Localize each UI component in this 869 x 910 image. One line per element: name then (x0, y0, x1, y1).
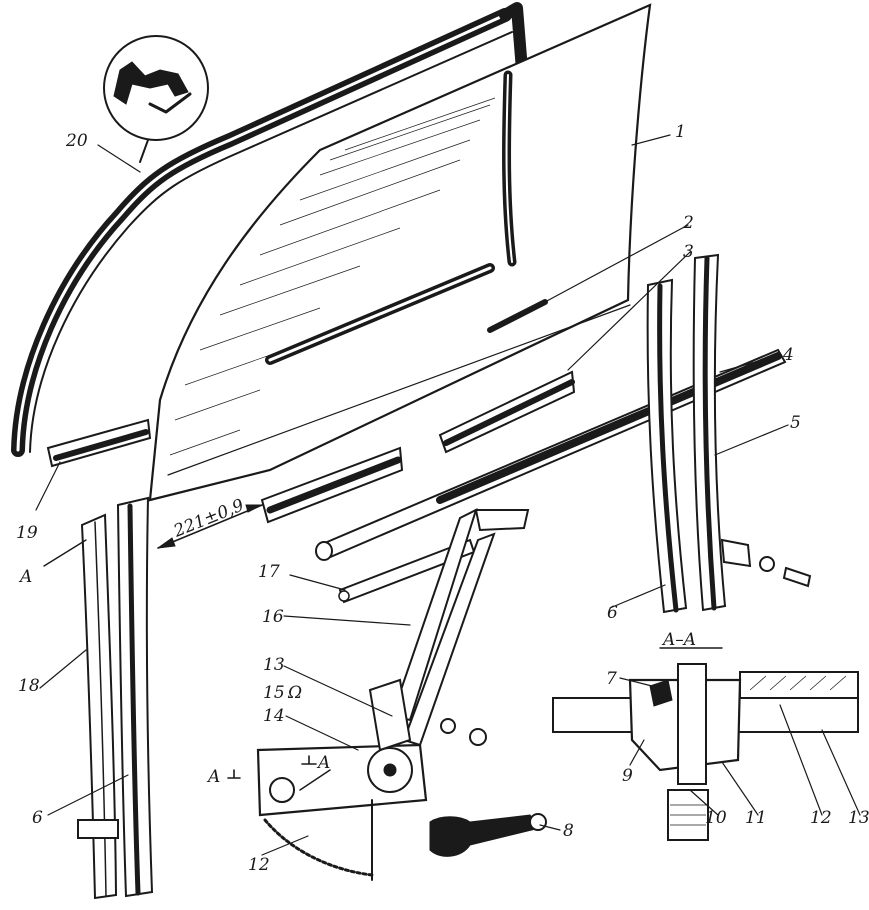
label-13-section: 13 (848, 808, 869, 828)
screw-right (759, 556, 812, 588)
label-13-mechanism: 13 (263, 655, 285, 675)
regulator-arm-16 (390, 508, 530, 747)
bracket-19 (46, 418, 152, 468)
label-20: 20 (65, 131, 88, 151)
label-7: 7 (606, 669, 617, 689)
label-6-right: 6 (607, 603, 618, 623)
seal-strip-3 (487, 299, 548, 333)
label-10: 10 (705, 808, 727, 828)
label-8: 8 (563, 821, 574, 841)
label-12-section: 12 (810, 808, 832, 828)
label-4: 4 (782, 345, 794, 365)
label-17: 17 (258, 562, 280, 582)
section-title: A–A (661, 630, 696, 650)
label-14: 14 (263, 706, 285, 726)
guide-rail-18 (80, 513, 118, 900)
regulator-mechanism (256, 678, 428, 881)
dimension-221 (157, 504, 263, 549)
label-A-left: A (206, 767, 220, 787)
guide-rail-5 (692, 253, 752, 612)
seal-section-detail (103, 35, 209, 163)
label-1: 1 (675, 122, 686, 142)
window-glass-1 (148, 3, 652, 502)
label-2: 2 (682, 213, 694, 233)
guide-rail-6-left (77, 496, 154, 898)
label-15: 15 (263, 683, 285, 703)
leader-lines (35, 134, 861, 856)
label-9: 9 (622, 766, 633, 786)
inner-channel (260, 370, 576, 524)
label-12-mechanism: 12 (248, 855, 270, 875)
omega-symbol: Ω (287, 683, 302, 703)
label-16: 16 (262, 607, 284, 627)
label-11: 11 (745, 808, 767, 828)
seal-strip-2 (265, 263, 495, 365)
label-5: 5 (790, 413, 801, 433)
label-6-left: 6 (32, 808, 43, 828)
dimension-text: 221±0,9 (170, 495, 247, 542)
label-19: 19 (16, 523, 38, 543)
label-18: 18 (18, 676, 40, 696)
frame-seal-20 (11, 2, 528, 457)
section-a-a (552, 647, 859, 841)
window-handle-8 (429, 813, 547, 857)
guide-rail-6-right (646, 278, 688, 614)
nuts (440, 718, 487, 746)
label-A-rail: A (18, 567, 32, 587)
label-A-right: A (316, 753, 330, 773)
label-3: 3 (683, 242, 694, 262)
section-mark-a (43, 539, 317, 779)
